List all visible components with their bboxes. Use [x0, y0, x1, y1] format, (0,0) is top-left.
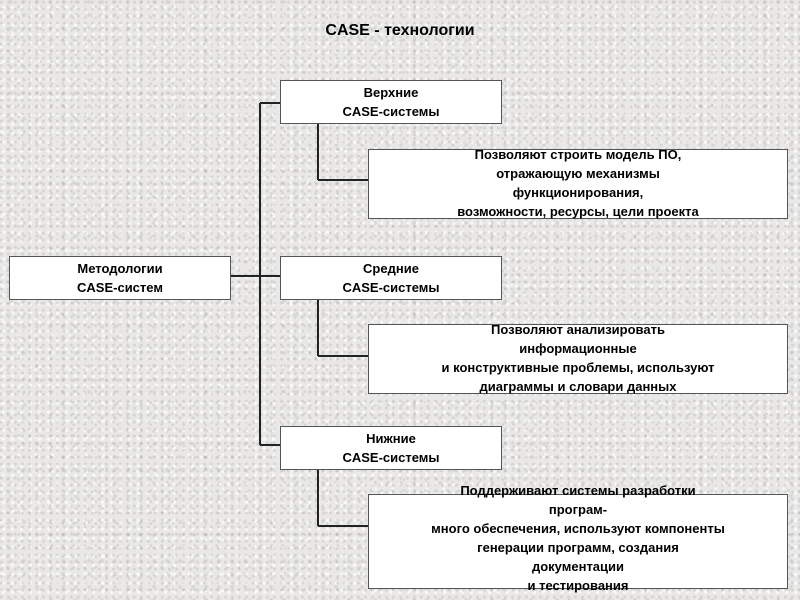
description-box-lower: Поддерживают системы разработки програм-…	[368, 483, 788, 593]
branch-upper-line2: CASE-системы	[342, 104, 440, 119]
description-middle-text: Позволяют анализировать информационные и…	[441, 322, 715, 394]
branch-upper-line1: Верхние	[363, 85, 419, 100]
root-box: Методологии CASE-систем	[9, 256, 231, 300]
branch-box-upper: Верхние CASE-системы	[280, 80, 502, 124]
branch-lower-line1: Нижние	[366, 431, 416, 446]
description-box-middle: Позволяют анализировать информационные и…	[368, 322, 788, 394]
branch-middle-line1: Средние	[363, 261, 419, 276]
description-upper-text: Позволяют строить модель ПО, отражающую …	[457, 147, 699, 219]
root-box-line2: CASE-систем	[77, 280, 163, 295]
description-lower-text: Поддерживают системы разработки програм-…	[431, 483, 725, 593]
description-box-upper: Позволяют строить модель ПО, отражающую …	[368, 147, 788, 219]
branch-box-middle: Средние CASE-системы	[280, 256, 502, 300]
branch-box-lower: Нижние CASE-системы	[280, 426, 502, 470]
diagram-title: CASE - технологии	[325, 22, 475, 39]
branch-middle-line2: CASE-системы	[342, 280, 440, 295]
root-box-line1: Методологии	[77, 261, 163, 276]
branch-lower-line2: CASE-системы	[342, 450, 440, 465]
